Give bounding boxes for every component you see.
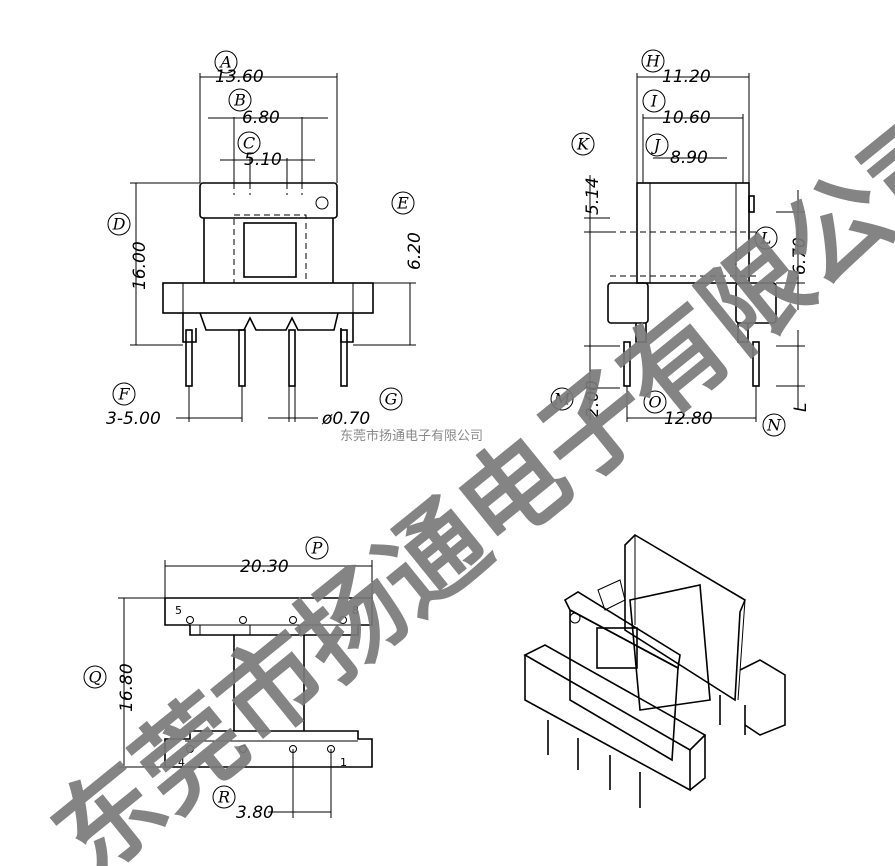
ref-label-N-text: N: [766, 416, 782, 435]
pin-number-4: 4: [178, 756, 185, 769]
bottom-view: 5 8 4 1: [118, 560, 373, 818]
ref-label-M: M: [550, 387, 574, 411]
front-view: [130, 73, 416, 422]
ref-label-K-text: K: [576, 135, 590, 154]
company-caption: 东莞市扬通电子有限公司: [340, 428, 483, 444]
dim-A-value: 13.60: [215, 67, 264, 87]
dim-E-value: 6.20: [405, 232, 425, 270]
ref-label-F: F: [112, 382, 136, 406]
ref-label-H: H: [641, 49, 665, 73]
ref-label-C-text: C: [243, 134, 255, 153]
ref-label-P-text: P: [311, 539, 323, 558]
side-view: [584, 73, 805, 422]
ref-label-I: I: [642, 89, 666, 113]
ref-label-P: P: [305, 536, 329, 560]
ref-label-Q-text: Q: [88, 668, 101, 687]
ref-label-A: A: [214, 50, 238, 74]
dim-I-value: 10.60: [662, 108, 711, 128]
ref-label-J: J: [645, 133, 669, 157]
ref-label-L-text: L: [760, 229, 772, 248]
ref-label-D-text: D: [112, 215, 126, 234]
ref-label-M-text: M: [553, 390, 571, 409]
ref-label-N: N: [762, 413, 786, 437]
dim-G-value: ø0.70: [321, 409, 370, 429]
dim-F-value: 3-5.00: [106, 409, 161, 429]
ref-label-L: L: [754, 226, 778, 250]
ref-label-O: O: [643, 390, 667, 414]
dim-M-value: 2.00: [583, 380, 603, 418]
ref-label-R: R: [212, 785, 236, 809]
ref-label-A-text: A: [218, 53, 232, 72]
ref-label-K: K: [571, 132, 595, 156]
dim-B-value: 6.80: [242, 108, 280, 128]
dim-C-value: 5.10: [244, 150, 282, 170]
company-watermark: 东莞市扬通电子有限公司: [31, 85, 895, 866]
ref-label-E-text: E: [396, 194, 409, 213]
ref-label-Q: Q: [83, 665, 107, 689]
dim-J-value: 8.90: [670, 148, 708, 168]
ref-label-O-text: O: [648, 393, 661, 412]
pin-number-8: 8: [352, 604, 359, 617]
isometric-view: [523, 533, 786, 808]
dim-D-value: 16.00: [130, 241, 150, 290]
dim-Q-value: 16.80: [117, 663, 137, 712]
ref-label-B-text: B: [233, 91, 246, 110]
ref-label-G-text: G: [385, 390, 398, 409]
ref-label-C: C: [237, 131, 261, 155]
dim-N-value: L: [791, 403, 811, 412]
ref-label-R-text: R: [217, 788, 230, 807]
ref-label-J-text: J: [651, 136, 662, 155]
ref-label-H-text: H: [645, 52, 661, 71]
ref-label-I-text: I: [650, 92, 658, 111]
dim-K-value: 5.14: [583, 177, 603, 215]
dim-O-value: 12.80: [664, 409, 713, 429]
dim-L-value: 6.70: [790, 237, 810, 275]
ref-label-D: D: [107, 212, 131, 236]
dim-R-value: 3.80: [236, 803, 274, 823]
pin-number-1: 1: [340, 756, 347, 769]
pin-number-5: 5: [175, 604, 182, 617]
dim-H-value: 11.20: [662, 67, 711, 87]
ref-label-B: B: [228, 88, 252, 112]
ref-label-E: E: [391, 191, 415, 215]
ref-label-G: G: [379, 387, 403, 411]
ref-label-F-text: F: [117, 385, 130, 404]
dim-P-value: 20.30: [240, 557, 289, 577]
